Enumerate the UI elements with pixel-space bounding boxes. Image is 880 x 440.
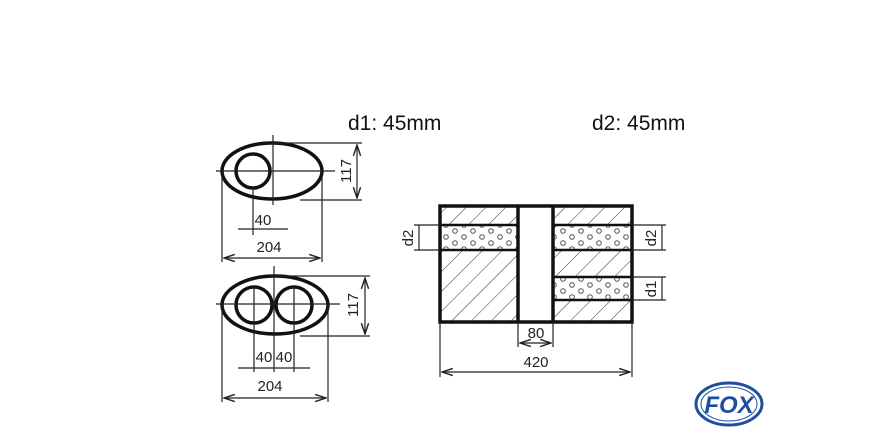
inner-length-label: 80 <box>528 325 545 342</box>
double-height-label: 117 <box>345 293 362 317</box>
d2-left-label: d2 <box>400 230 417 247</box>
d2-title: d2: 45mm <box>592 112 685 135</box>
logo-text: FOX <box>704 392 755 419</box>
side-section-view: d2 d2 d1 80 420 <box>400 204 666 377</box>
d1-title: d1: 45mm <box>348 112 441 135</box>
d2-right-label: d2 <box>643 230 660 247</box>
double-oval-view: 117 40 40 204 <box>216 266 370 402</box>
single-pipe-label: 40 <box>255 212 272 229</box>
double-pipe-right-label: 40 <box>276 349 293 366</box>
single-oval-view: 117 40 204 <box>216 135 362 262</box>
d1-right-label: d1 <box>643 281 660 298</box>
double-width-label: 204 <box>257 378 282 395</box>
single-height-label: 117 <box>338 159 355 183</box>
total-length-label: 420 <box>523 354 548 371</box>
single-width-label: 204 <box>256 239 281 256</box>
fox-logo: FOX <box>694 381 764 427</box>
double-pipe-left-label: 40 <box>256 349 273 366</box>
